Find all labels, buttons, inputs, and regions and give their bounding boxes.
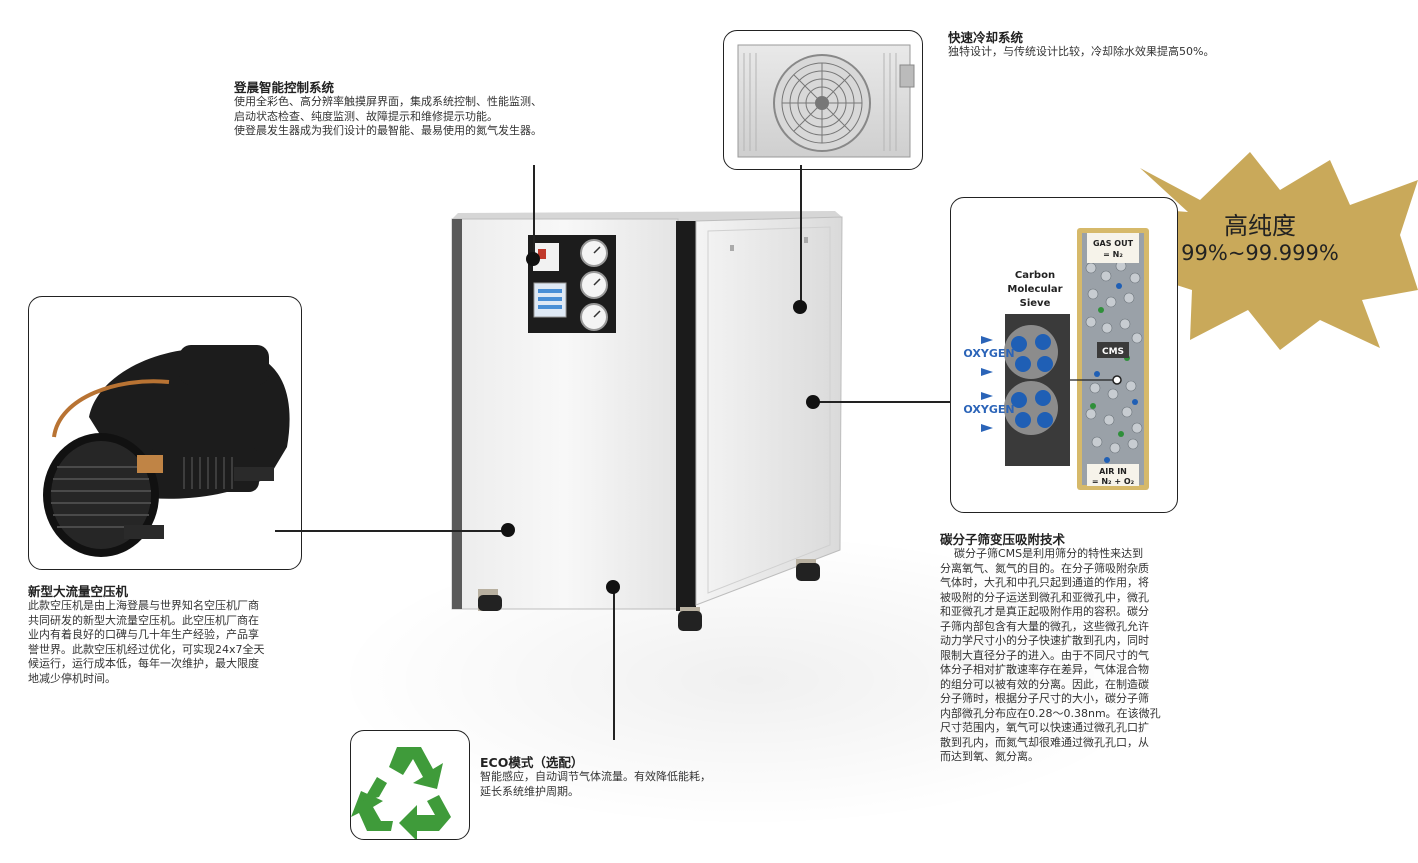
eco-card <box>350 730 470 840</box>
sieve-line-15: 而达到氧、氮分离。 <box>940 750 1039 763</box>
purity-burst <box>1130 152 1418 350</box>
eco-line-1: 智能感应，自动调节气体流量。有效降低能耗， <box>480 770 711 783</box>
sieve-line-7: 动力学尺寸小的分子快速扩散到孔内，同时 <box>940 634 1149 647</box>
cooling-pointer-dot <box>793 300 807 314</box>
compressor-leader-line <box>275 530 509 532</box>
sieve-line-1: 碳分子筛CMS是利用筛分的特性来达到 <box>940 547 1144 560</box>
compressor-line-2: 共同研发的新型大流量空压机。此空压机厂商在 <box>28 613 259 627</box>
cms-title-1: Carbon <box>1015 270 1055 281</box>
control-system-block: 登晨智能控制系统 使用全彩色、高分辨率触摸屏界面，集成系统控制、性能监测、 启动… <box>234 80 634 139</box>
cms-diagram-card: Carbon Molecular Sieve OXYGEN OXYGEN <box>950 197 1178 513</box>
gas-out-formula: = N₂ <box>1103 250 1123 259</box>
purity-text: 高纯度 99%~99.999% <box>1180 212 1340 266</box>
compressor-image <box>43 345 290 557</box>
compressor-line-1: 此款空压机是由上海登晨与世界知名空压机厂商 <box>28 599 259 612</box>
generator-cabinet <box>451 211 843 631</box>
control-pointer-dot <box>526 252 540 266</box>
condenser-card <box>723 30 923 170</box>
sieve-line-9: 体分子相对扩散速率存在差异，气体混合物 <box>940 663 1149 676</box>
eco-block: ECO模式（选配） 智能感应，自动调节气体流量。有效降低能耗， 延长系统维护周期… <box>480 755 780 799</box>
compressor-line-3: 业内有着良好的口碑与几十年生产经验，产品享 <box>28 628 259 641</box>
sieve-line-14: 散到孔内，而氮气却很难通过微孔孔口，从 <box>940 735 1149 749</box>
eco-leader-line <box>613 590 615 740</box>
air-in-label: AIR IN <box>1099 467 1127 476</box>
purity-label: 高纯度 <box>1224 212 1296 240</box>
cooling-leader-line <box>800 165 802 305</box>
sieve-line-2: 分离氧气、氮气的目的。在分子筛吸附杂质 <box>940 561 1149 575</box>
control-leader-line <box>533 165 535 260</box>
recycle-icon <box>351 747 451 839</box>
sieve-line-12: 内部微孔分布应在0.28～0.38nm。在该微孔 <box>940 706 1161 720</box>
cooling-text: 独特设计，与传统设计比较，冷却除水效果提高50%。 <box>948 45 1215 58</box>
oxygen-label-2: OXYGEN <box>963 403 1014 416</box>
oxygen-label-1: OXYGEN <box>963 347 1014 360</box>
sieve-line-3: 气体时，大孔和中孔只起到通道的作用，将 <box>940 576 1149 589</box>
sieve-line-8: 限制大直径分子的进入。由于不同尺寸的气 <box>940 648 1149 662</box>
sieve-title: 碳分子筛变压吸附技术 <box>940 532 1066 547</box>
recycle-arrows <box>351 747 451 839</box>
control-system-line-3: 使登晨发生器成为我们设计的最智能、最易使用的氮气发生器。 <box>234 124 542 137</box>
compressor-pointer-dot <box>501 523 515 537</box>
cms-title-2: Molecular <box>1007 284 1062 295</box>
sieve-leader-line <box>818 401 950 403</box>
compressor-card <box>28 296 302 570</box>
compressor-line-4: 誉世界。此款空压机经过优化，可实现24x7全天 <box>28 642 265 656</box>
sieve-pointer-dot <box>806 395 820 409</box>
eco-title: ECO模式（选配） <box>480 755 584 770</box>
purity-value: 99%~99.999% <box>1181 241 1339 265</box>
gas-out-label: GAS OUT <box>1093 239 1134 248</box>
eco-line-2: 延长系统维护周期。 <box>480 784 579 798</box>
control-system-title: 登晨智能控制系统 <box>234 80 335 95</box>
cms-label: CMS <box>1102 347 1124 357</box>
control-system-line-1: 使用全彩色、高分辨率触摸屏界面，集成系统控制、性能监测、 <box>234 95 542 108</box>
sieve-line-6: 子筛内部包含有大量的微孔，这些微孔允许 <box>940 619 1149 633</box>
sieve-block: 碳分子筛变压吸附技术 碳分子筛CMS是利用筛分的特性来达到 分离氧气、氮气的目的… <box>940 532 1200 765</box>
purity-burst-shape <box>1130 152 1418 350</box>
compressor-block: 新型大流量空压机 此款空压机是由上海登晨与世界知名空压机厂商 共同研发的新型大流… <box>28 584 328 686</box>
compressor-line-6: 地减少停机时间。 <box>28 671 116 685</box>
eco-pointer-dot <box>606 580 620 594</box>
compressor-line-5: 候运行，运行成本低，每年一次维护，最大限度 <box>28 657 259 670</box>
sieve-line-13: 尺寸范围内，氧气可以快速通过微孔孔口扩 <box>940 721 1149 734</box>
cooling-title: 快速冷却系统 <box>948 30 1024 45</box>
cms-title-3: Sieve <box>1020 298 1051 309</box>
condenser-image <box>737 44 915 158</box>
sieve-line-10: 的组分可以被有效的分离。因此，在制造碳 <box>940 677 1149 691</box>
sieve-line-11: 分子筛时，根据分子尺寸的大小，碳分子筛 <box>940 692 1149 705</box>
sieve-line-5: 和亚微孔才是真正起吸附作用的容积。碳分 <box>940 605 1149 618</box>
cms-diagram: Carbon Molecular Sieve OXYGEN OXYGEN <box>963 228 1149 490</box>
air-in-formula: = N₂ + O₂ <box>1092 477 1135 486</box>
sieve-line-4: 被吸附的分子运送到微孔和亚微孔中，微孔 <box>940 590 1149 604</box>
compressor-title: 新型大流量空压机 <box>28 584 129 599</box>
control-system-line-2: 启动状态检查、纯度监测、故障提示和维修提示功能。 <box>234 109 498 123</box>
cooling-block: 快速冷却系统 独特设计，与传统设计比较，冷却除水效果提高50%。 <box>948 30 1348 60</box>
